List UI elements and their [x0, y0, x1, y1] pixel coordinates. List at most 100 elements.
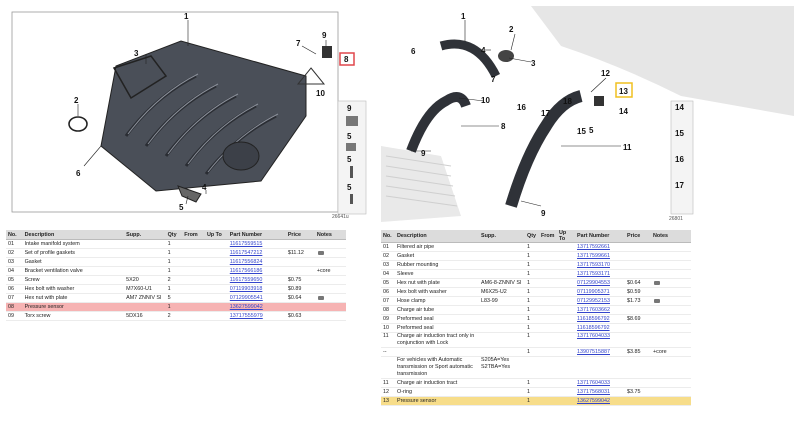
col-supp — [479, 347, 525, 357]
col-part-number[interactable]: 13717593170 — [575, 260, 625, 270]
col-notes — [314, 239, 346, 249]
col-price — [625, 305, 651, 315]
col-part-number[interactable]: 07119903918 — [227, 284, 286, 294]
col-part-number[interactable]: 13627599042 — [575, 396, 625, 406]
col-upto — [557, 260, 575, 270]
camera-icon[interactable] — [317, 295, 324, 300]
col-supp — [124, 239, 166, 249]
col-notes-header: Notes — [314, 230, 346, 240]
col-part-number[interactable]: 13717599661 — [575, 251, 625, 261]
col-part-number[interactable]: 13717593171 — [575, 269, 625, 279]
col-notes — [651, 387, 691, 397]
col-part-number[interactable]: 11617547212 — [227, 248, 286, 258]
col-supp — [479, 378, 525, 388]
col-part-number[interactable]: 11617559515 — [227, 239, 286, 249]
col-part-number[interactable]: 13717568031 — [575, 387, 625, 397]
col-from — [539, 356, 557, 379]
col-notes — [314, 311, 346, 321]
col-part-number[interactable]: 11617556824 — [227, 257, 286, 267]
col-part-number[interactable]: 13717604033 — [575, 378, 625, 388]
col-part-number[interactable]: 13717604033 — [575, 332, 625, 348]
col-from — [539, 251, 557, 261]
col-description: Gasket — [22, 257, 125, 267]
col-supp — [479, 387, 525, 397]
col-price: $3.75 — [625, 387, 651, 397]
r-callout-13: 13 — [619, 87, 628, 96]
col-description-header: Description — [22, 230, 125, 240]
col-part-number[interactable]: 11617566186 — [227, 266, 286, 276]
side-part-5c — [350, 194, 353, 204]
col-part-number[interactable]: 11618596792 — [575, 323, 625, 333]
col-part-number[interactable]: 07129952153 — [575, 296, 625, 306]
col-part-number[interactable]: 07119905371 — [575, 287, 625, 297]
col-qty: 1 — [525, 287, 539, 297]
col-part-number[interactable]: 13627599042 — [227, 302, 286, 312]
col-upto-header: Up To — [204, 230, 228, 240]
col-price: $0.75 — [285, 275, 315, 285]
col-price — [625, 323, 651, 333]
callout-5: 5 — [179, 203, 184, 212]
r-callout-4: 4 — [481, 46, 486, 55]
camera-icon[interactable] — [654, 280, 660, 285]
col-price-header: Price — [285, 230, 315, 240]
col-no: 02 — [381, 251, 395, 261]
table-row[interactable]: For vehicles with Automatic transmission… — [381, 356, 691, 379]
col-part-number[interactable]: 07129905541 — [227, 293, 286, 303]
col-no: 13 — [381, 396, 395, 406]
col-no: 01 — [6, 239, 23, 249]
col-notes — [651, 396, 691, 406]
col-no: 02 — [6, 248, 23, 258]
col-upto — [204, 257, 228, 267]
r-callout-14: 14 — [619, 107, 628, 116]
camera-icon[interactable] — [317, 250, 324, 255]
col-part-number[interactable]: 13717592661 — [575, 242, 625, 252]
rubber-mounting — [498, 50, 514, 62]
col-part-number[interactable]: 13717603662 — [575, 305, 625, 315]
col-description: Screw — [22, 275, 125, 285]
col-part-number[interactable]: 07129904553 — [575, 278, 625, 288]
r-callout-12: 12 — [601, 69, 610, 78]
col-upto — [557, 332, 575, 348]
callout-7: 7 — [296, 39, 301, 48]
col-notes-header: Notes — [651, 230, 691, 243]
col-from — [539, 287, 557, 297]
col-price: $0.64 — [285, 293, 315, 303]
r-callout-5: 5 — [589, 126, 594, 135]
col-price: $8.69 — [625, 314, 651, 324]
col-part-number[interactable]: 13907515887 — [575, 347, 625, 357]
r-side-callout-16: 16 — [675, 155, 684, 164]
col-from — [539, 323, 557, 333]
r-callout-6: 6 — [411, 47, 416, 56]
col-price — [285, 302, 315, 312]
col-part-number[interactable]: 13717555979 — [227, 311, 286, 321]
camera-icon[interactable] — [654, 298, 660, 303]
col-part-number-header: Part Number — [227, 230, 286, 240]
col-part-number[interactable]: 11618596792 — [575, 314, 625, 324]
col-part-number[interactable]: 11617559650 — [227, 275, 286, 285]
r-callout-3: 3 — [531, 59, 536, 68]
